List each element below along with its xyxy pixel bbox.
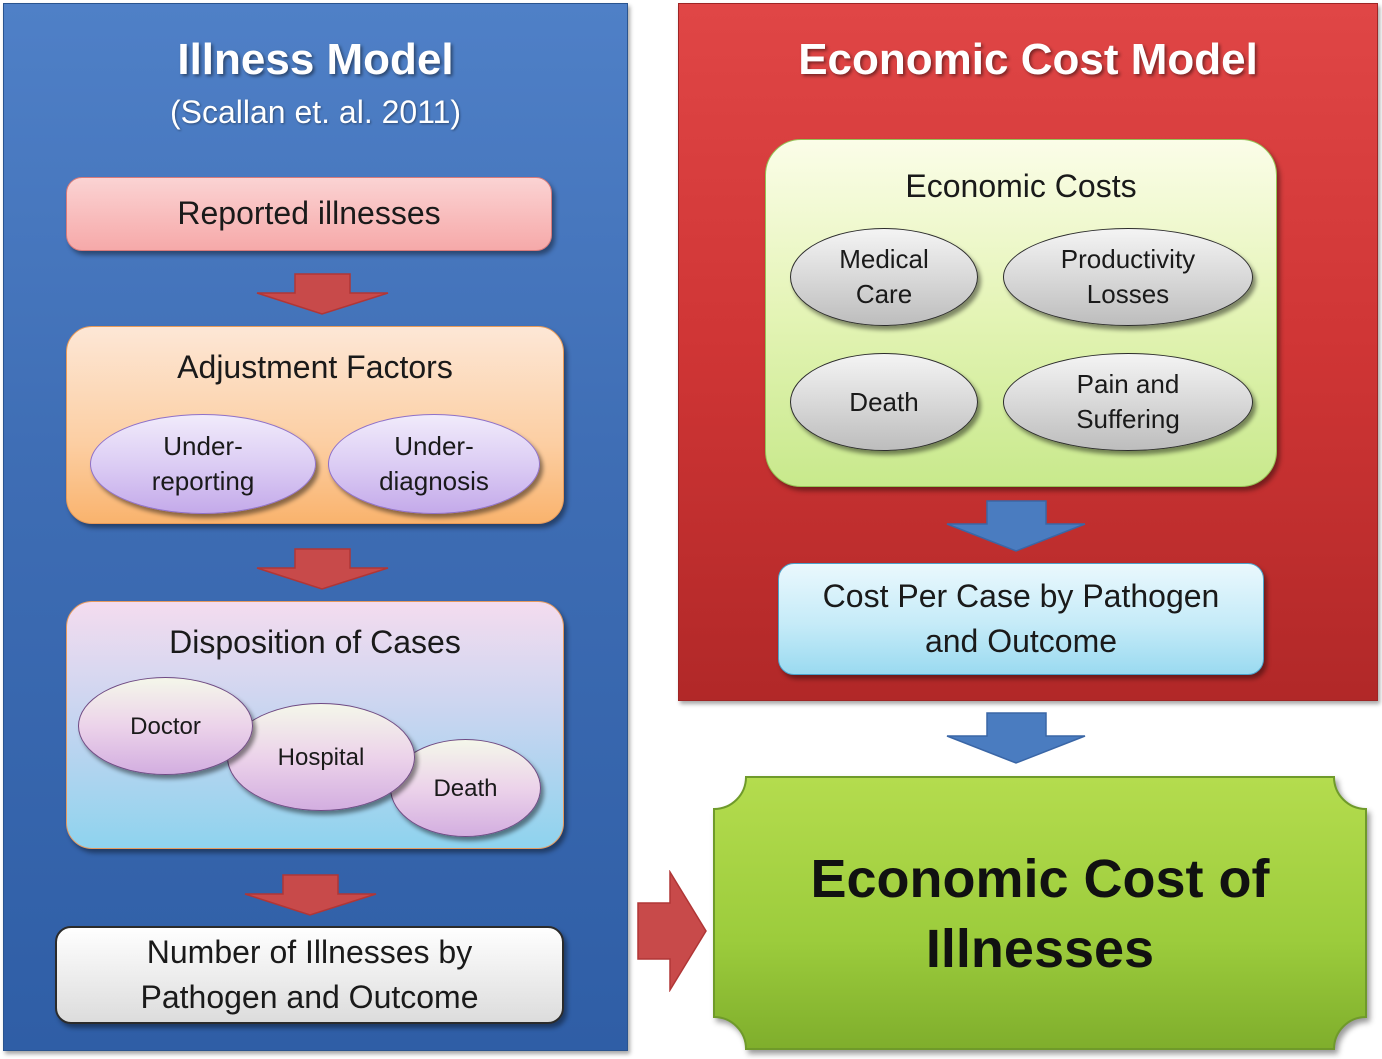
death-cost-ellipse: Death xyxy=(790,353,978,451)
reported-illnesses-box: Reported illnesses xyxy=(66,177,552,251)
cost-per-case-label: Cost Per Case by Pathogen and Outcome xyxy=(822,578,1220,659)
final-title-line1: Economic Cost of xyxy=(810,849,1270,909)
death-ellipse: Death xyxy=(390,739,541,837)
down-arrow-icon xyxy=(256,548,389,590)
down-arrow-icon xyxy=(256,273,389,315)
adjustment-factors-title: Adjustment Factors xyxy=(177,349,453,385)
disposition-of-cases-title: Disposition of Cases xyxy=(169,624,461,660)
medical-care-label: Medical Care xyxy=(839,244,929,309)
doctor-label: Doctor xyxy=(130,712,201,740)
illness-model-title: Illness Model xyxy=(177,35,454,84)
down-arrow-icon xyxy=(946,712,1086,764)
under-reporting-label: Under- reporting xyxy=(151,431,255,496)
pain-suffering-ellipse: Pain and Suffering xyxy=(1003,353,1253,451)
hospital-label: Hospital xyxy=(277,743,365,771)
final-title-line2: Illnesses xyxy=(925,919,1155,979)
economic-cost-of-illnesses-box xyxy=(713,776,1367,1050)
under-diagnosis-label: Under- diagnosis xyxy=(379,431,489,496)
down-arrow-icon xyxy=(244,874,377,916)
economic-cost-model-title: Economic Cost Model xyxy=(798,35,1258,84)
down-arrow-icon xyxy=(946,500,1086,552)
hospital-ellipse: Hospital xyxy=(227,703,415,811)
cost-per-case-box: Cost Per Case by Pathogen and Outcome xyxy=(778,563,1264,675)
reported-illnesses-label: Reported illnesses xyxy=(177,195,441,231)
under-reporting-ellipse: Under- reporting xyxy=(90,414,316,514)
right-arrow-icon xyxy=(637,870,707,992)
illness-model-subtitle: (Scallan et. al. 2011) xyxy=(169,94,462,130)
number-of-illnesses-label: Number of Illnesses by Pathogen and Outc… xyxy=(140,934,479,1015)
under-diagnosis-ellipse: Under- diagnosis xyxy=(328,414,540,514)
productivity-losses-ellipse: Productivity Losses xyxy=(1003,228,1253,326)
economic-costs-title: Economic Costs xyxy=(905,168,1137,204)
medical-care-ellipse: Medical Care xyxy=(790,228,978,326)
number-of-illnesses-box: Number of Illnesses by Pathogen and Outc… xyxy=(55,926,564,1024)
death-label: Death xyxy=(433,774,498,802)
death-cost-label: Death xyxy=(849,386,919,417)
productivity-losses-label: Productivity Losses xyxy=(1060,244,1196,309)
doctor-ellipse: Doctor xyxy=(78,677,253,775)
pain-suffering-label: Pain and Suffering xyxy=(1076,369,1180,434)
